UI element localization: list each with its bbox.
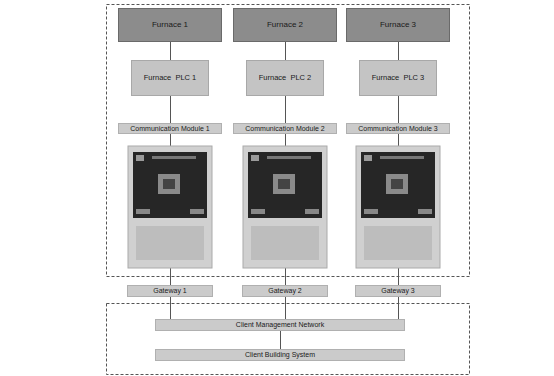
- node-label: Furnace 3: [380, 21, 416, 30]
- gateway-band: Gateway 2: [242, 285, 328, 297]
- plc-box: Furnace PLC 2: [246, 60, 324, 96]
- node-label: Client Building System: [245, 351, 315, 359]
- node-label: Communication Module 2: [245, 125, 324, 133]
- furnace-box: Furnace 1: [118, 8, 222, 42]
- network-band: Client Management Network: [155, 319, 405, 331]
- module-band: Communication Module 1: [118, 123, 222, 134]
- connector-line: [398, 42, 399, 60]
- gateway-band: Gateway 3: [355, 285, 441, 297]
- node-label: Communication Module 1: [130, 125, 209, 133]
- node-label: Furnace PLC 3: [372, 74, 425, 82]
- client-group-frame: [107, 304, 470, 375]
- hmi-panel: [128, 146, 212, 268]
- node-label: Gateway 1: [153, 287, 186, 295]
- hmi-panel: [356, 146, 440, 268]
- connector-line: [285, 42, 286, 60]
- connector-line: [280, 331, 281, 349]
- connector-line: [285, 297, 286, 319]
- node-label: Furnace PLC 2: [259, 74, 312, 82]
- connector-line: [170, 96, 171, 123]
- module-band: Communication Module 2: [233, 123, 337, 134]
- node-label: Gateway 3: [381, 287, 414, 295]
- plc-box: Furnace PLC 3: [359, 60, 437, 96]
- node-label: Furnace 1: [152, 21, 188, 30]
- node-label: Furnace PLC 1: [144, 74, 197, 82]
- connector-line: [285, 96, 286, 123]
- connector-line: [398, 96, 399, 123]
- gateway-band: Gateway 1: [127, 285, 213, 297]
- plc-box: Furnace PLC 1: [131, 60, 209, 96]
- node-label: Furnace 2: [267, 21, 303, 30]
- node-label: Communication Module 3: [358, 125, 437, 133]
- hmi-panel: [243, 146, 327, 268]
- connector-line: [398, 297, 399, 319]
- connector-line: [170, 42, 171, 60]
- furnace-box: Furnace 2: [233, 8, 337, 42]
- furnace-group-frame: [107, 5, 470, 277]
- node-label: Gateway 2: [268, 287, 301, 295]
- furnace-box: Furnace 3: [346, 8, 450, 42]
- module-band: Communication Module 3: [346, 123, 450, 134]
- connector-line: [170, 297, 171, 319]
- system-band: Client Building System: [155, 349, 405, 361]
- node-label: Client Management Network: [236, 321, 324, 329]
